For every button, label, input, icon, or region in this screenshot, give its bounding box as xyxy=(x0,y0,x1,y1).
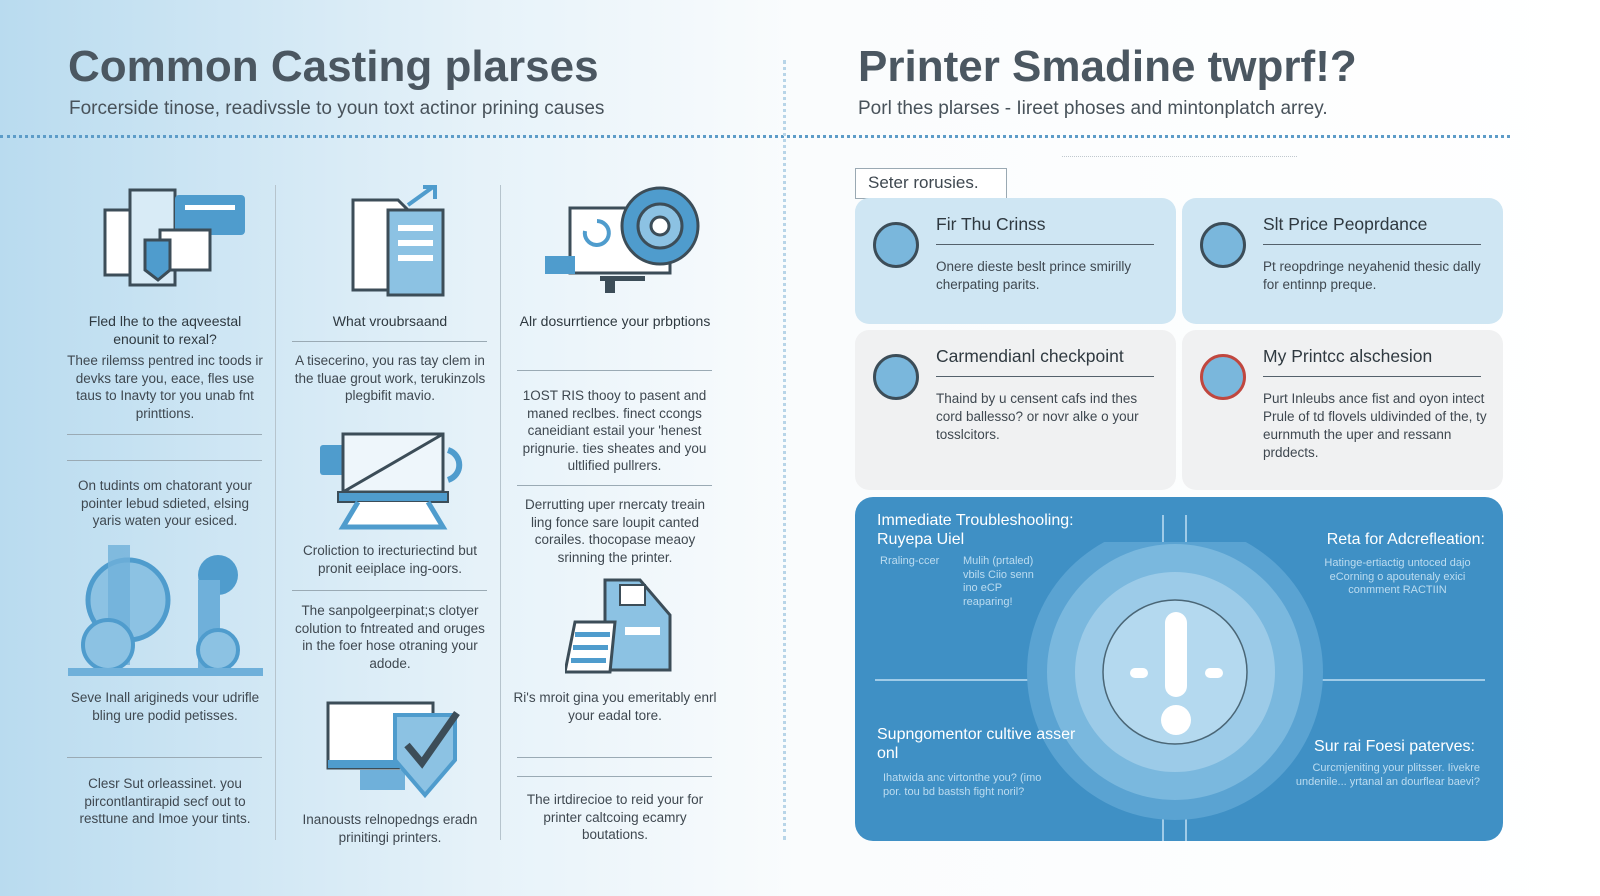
card-title: Carmendianl checkpoint xyxy=(936,346,1124,366)
printer-machinery-icon xyxy=(68,545,263,676)
card-body: Thaind by u censent cafs ind thes cord b… xyxy=(936,391,1139,442)
checkpoint-icon xyxy=(873,354,919,400)
right-title: Printer Smadine twprf!? xyxy=(858,42,1357,91)
col3-text: The irtdirecioe to reid your for printer… xyxy=(526,792,704,842)
card-title: My Printcc alschesion xyxy=(1263,346,1433,366)
column-divider xyxy=(500,185,501,840)
panel-text: Mulih (prtaled) vbils Ciio senn ino eCP … xyxy=(963,555,1034,608)
col1-text: Clesr Sut orleassinet. you pircontlantir… xyxy=(79,776,251,826)
panel-heading: Supngomentor cultive asser onl xyxy=(877,726,1076,762)
card-body: Purt Inleubs ance fist and oyon intect P… xyxy=(1263,391,1487,460)
col2-heading: Inanousts relnopedngs eradn prinitingi p… xyxy=(302,812,478,845)
panel-label: Rraling-ccer xyxy=(880,555,940,567)
printer-icon xyxy=(873,222,919,268)
document-lock-icon xyxy=(103,188,245,287)
panel-heading: Immediate Troubleshooling: Ruyepa Uiel xyxy=(877,512,1074,548)
col2-text: The sanpolgeerpinat;s clotyer colution t… xyxy=(295,603,485,671)
col3-text: 1OST RIS thooy to pasent and maned reclb… xyxy=(522,388,707,473)
col1-text: On tudints om chatorant your pointer leb… xyxy=(77,478,253,528)
panel-text: Ihatwida anc virtonthe you? (imo por. to… xyxy=(883,772,1042,798)
col3-heading: Alr dosurrtience your prbptions xyxy=(519,313,711,329)
no-touch-icon xyxy=(1200,222,1246,268)
dotted-divider xyxy=(0,135,1510,138)
left-title: Common Casting plarses xyxy=(68,42,599,91)
card-body: Pt reopdringe neyahenid thesic dally for… xyxy=(1263,259,1481,292)
vertical-divider xyxy=(783,60,786,840)
divider xyxy=(67,460,262,461)
monitor-shield-check-icon xyxy=(326,701,460,799)
divider xyxy=(517,757,712,758)
divider xyxy=(67,434,262,435)
left-subtitle: Forcerside tinose, readivssle to youn to… xyxy=(69,98,605,119)
divider xyxy=(517,370,712,371)
panel-text: Hatinge-ertiactig untoced dajo eCorning … xyxy=(1324,557,1471,596)
right-subtitle: Porl thes plarses - Iireet phoses and mi… xyxy=(858,98,1328,119)
alert-icon xyxy=(1027,542,1323,820)
col1-heading: Fled lhe to the aqveestal enounit to rex… xyxy=(88,313,242,347)
col1-heading: Seve Inall arigineds vour udrifle bling … xyxy=(70,690,260,723)
card-body: Onere dieste beslt prince smirilly cherp… xyxy=(936,259,1132,292)
prohibited-printer-icon xyxy=(1200,354,1246,400)
col2-text: A tisecerino, you ras tay clem in the tl… xyxy=(294,353,486,403)
panel-heading: Sur rai Foesi paterves: xyxy=(1314,738,1475,755)
card-2: Slt Price Peoprdance Pt reopdringe neyahe… xyxy=(1182,198,1503,324)
monitor-gear-icon xyxy=(545,186,700,293)
col3-heading: Ri's mroit gina you emeritably enrl your… xyxy=(513,690,717,723)
card-title: Slt Price Peoprdance xyxy=(1263,214,1428,234)
col1-text: Thee rilemss pentred inc toods ir devks … xyxy=(67,353,263,421)
divider xyxy=(292,590,487,591)
divider xyxy=(517,485,712,486)
document-report-icon xyxy=(351,185,445,297)
divider xyxy=(517,776,712,777)
card-title: Fir Thu Crinss xyxy=(936,214,1046,234)
col3-text: Derrutting uper rnercaty treain ling fon… xyxy=(524,497,706,565)
column-divider xyxy=(275,185,276,840)
col2-heading: What vroubrsaand xyxy=(332,313,448,329)
divider xyxy=(1062,156,1297,157)
divider xyxy=(292,341,487,342)
panel-text: Curcmjeniting your plitsser. Iivekre und… xyxy=(1295,762,1480,788)
col2-heading: Croliction to irecturiectind but pronit … xyxy=(302,543,478,576)
section-tag: Seter rorusies. xyxy=(855,168,1007,199)
troubleshooting-panel: Immediate Troubleshooling: Ruyepa Uiel R… xyxy=(855,497,1503,841)
divider xyxy=(67,757,262,758)
monitor-search-icon xyxy=(320,432,463,530)
documents-folder-icon xyxy=(565,578,672,674)
panel-heading: Reta for Adcrefleation: xyxy=(1326,531,1485,548)
